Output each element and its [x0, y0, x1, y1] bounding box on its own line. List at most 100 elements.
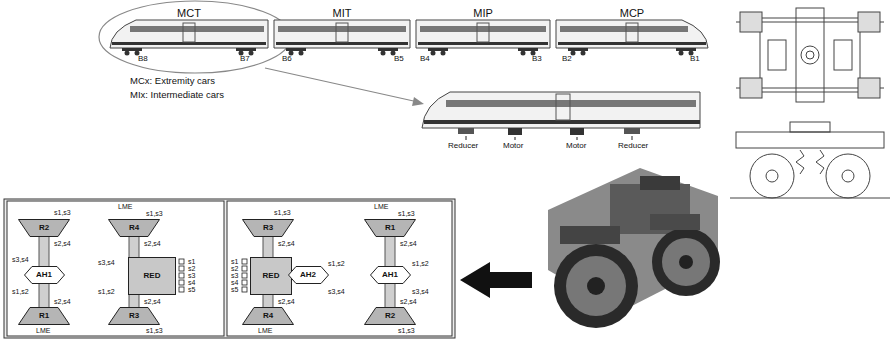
trapezoid-outline	[19, 220, 70, 237]
sensor-label: s3,s4	[98, 259, 115, 266]
sensor-label: s1,s2	[12, 288, 29, 295]
text-holder: AH1	[24, 266, 65, 284]
component-name: AH1	[36, 271, 52, 280]
text-holder: AH1	[370, 266, 411, 284]
car-name: MCT	[177, 7, 201, 19]
sensor-label: s5	[231, 286, 238, 293]
axle-sensor: AH1	[24, 266, 65, 284]
sensor-label: s2,s4	[400, 298, 417, 305]
car-door	[477, 23, 489, 42]
bogie-frame	[236, 48, 256, 51]
axle	[39, 224, 395, 320]
reducer-box: RED	[128, 257, 176, 295]
text-holder: MCP	[554, 3, 710, 21]
axle-sensor: AH2	[288, 266, 329, 284]
car-body: MIP	[414, 18, 552, 56]
text-holder: R1	[18, 307, 70, 325]
sensor-label: s3	[231, 272, 238, 279]
sensor-label: s2	[188, 265, 195, 272]
sensor-label: s2,s4	[144, 240, 161, 247]
car-name: MCP	[620, 7, 644, 19]
trapezoid-outline	[243, 220, 294, 237]
trapezoid-outline	[19, 308, 70, 325]
sensor-label: s1,s2	[412, 260, 429, 267]
component-label: Reducer	[618, 142, 648, 150]
legend-note: MCx: Extremity cars	[130, 76, 215, 86]
car-stripe	[420, 26, 546, 32]
box-outline	[129, 258, 176, 295]
trapezoid-outline	[109, 220, 160, 237]
position-label: LME	[118, 203, 132, 210]
wheel	[125, 51, 130, 56]
wheel	[441, 51, 446, 56]
text-holder: MCT	[108, 3, 270, 21]
sensor-label: s2,s4	[400, 240, 417, 247]
car-body: MIT	[272, 18, 412, 56]
component-name: RED	[263, 272, 280, 281]
sensor-label: s4	[188, 279, 195, 286]
car-body: MCT	[108, 18, 270, 56]
detail-car	[422, 92, 700, 140]
trapezoid-outline	[243, 308, 294, 325]
bogie-panel	[227, 201, 452, 336]
sensor-squares	[179, 259, 247, 292]
component-name: R1	[385, 224, 395, 233]
component-name: AH2	[300, 271, 316, 280]
text-holder: R2	[364, 307, 416, 325]
bogie-frame	[378, 48, 398, 51]
component-name: RED	[144, 272, 161, 281]
bogie-photo	[548, 168, 720, 328]
component-name: R2	[39, 224, 49, 233]
bogie-frame	[568, 48, 588, 51]
component-label: Motor	[503, 142, 523, 150]
wheel-unit: R2	[364, 307, 416, 325]
sensor-label: s1,s3	[146, 210, 163, 217]
sensor-label: s1	[188, 258, 195, 265]
bogie-panel	[7, 201, 224, 336]
component-name: R4	[263, 312, 273, 321]
wheel	[431, 51, 436, 56]
component-name: R2	[385, 312, 395, 321]
bogie-frame	[428, 48, 448, 51]
text-holder: R3	[108, 307, 160, 325]
car-outline	[556, 20, 708, 48]
outer-frame	[4, 199, 455, 338]
node-shape	[108, 18, 270, 56]
sensor-label: s1,s3	[398, 327, 415, 334]
bogie-label: B4	[420, 55, 430, 63]
wheel	[679, 51, 684, 56]
legend-note: MIx: Intermediate cars	[130, 90, 224, 100]
bogie-drawing	[730, 8, 890, 198]
hexagon-outline	[288, 267, 328, 284]
car-door	[336, 23, 348, 42]
component-name: R1	[39, 312, 49, 321]
sensor-label: s2,s4	[54, 298, 71, 305]
car-stripe	[130, 26, 264, 32]
sensor-label: s3,s4	[412, 288, 429, 295]
wheel-unit: R4	[242, 307, 294, 325]
bogie-label: B6	[282, 55, 292, 63]
text-holder: RED	[250, 257, 292, 295]
position-label: LME	[36, 327, 50, 334]
text-holder: R4	[242, 307, 294, 325]
zoom-ellipse	[99, 1, 291, 73]
trapezoid-outline	[365, 308, 416, 325]
sensor-label: s4	[231, 279, 238, 286]
sensor-label: s5	[188, 286, 195, 293]
wheel	[299, 51, 304, 56]
box-outline	[251, 258, 292, 295]
hexagon-outline	[370, 267, 410, 284]
text-holder: R3	[242, 219, 294, 237]
sensor-label: s1,s2	[98, 288, 115, 295]
car-stripe	[560, 26, 688, 32]
sensor-label: s3	[188, 272, 195, 279]
bogie-label: B8	[138, 55, 148, 63]
node-shape	[272, 18, 412, 56]
wheel-unit: R3	[242, 219, 294, 237]
sensor-label: s3,s4	[328, 288, 345, 295]
trapezoid-outline	[365, 220, 416, 237]
arrow-head	[412, 97, 424, 106]
hexagon-outline	[24, 267, 64, 284]
component-name: R3	[129, 312, 139, 321]
